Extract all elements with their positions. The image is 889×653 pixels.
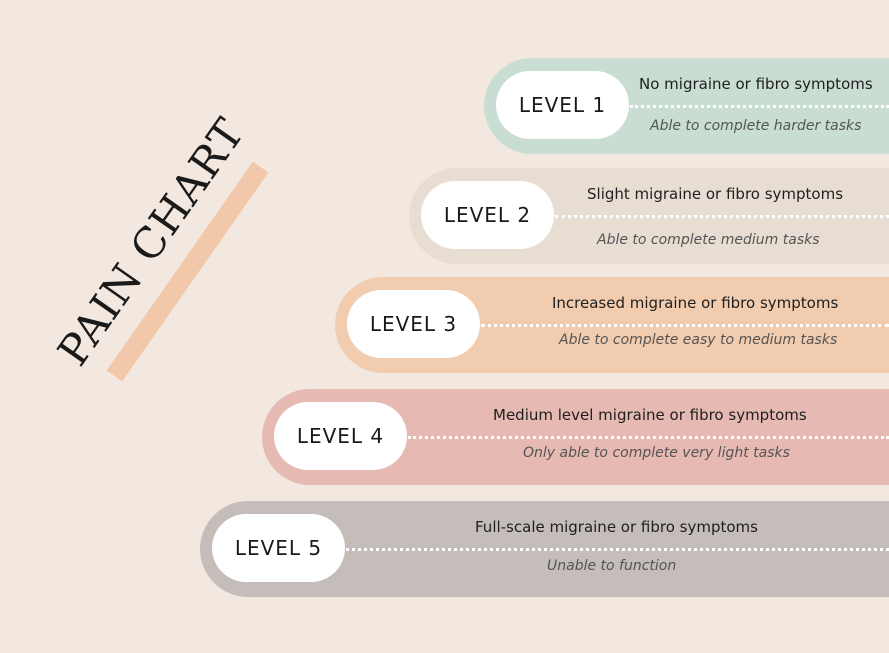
level-1-band: LEVEL 1 No migraine or fibro symptoms Ab… [484, 58, 889, 154]
level-3-label: LEVEL 3 [347, 290, 480, 358]
level-2-divider [555, 215, 889, 218]
level-5-divider [346, 548, 889, 551]
level-3-symptom: Increased migraine or fibro symptoms [552, 294, 839, 312]
level-4-band: LEVEL 4 Medium level migraine or fibro s… [262, 389, 889, 485]
level-2-band: LEVEL 2 Slight migraine or fibro symptom… [409, 168, 889, 264]
level-5-symptom: Full-scale migraine or fibro symptoms [475, 518, 758, 536]
level-2-symptom: Slight migraine or fibro symptoms [587, 185, 844, 203]
level-1-label: LEVEL 1 [496, 71, 629, 139]
level-5-band: LEVEL 5 Full-scale migraine or fibro sym… [200, 501, 889, 597]
level-2-label: LEVEL 2 [421, 181, 554, 249]
level-4-symptom: Medium level migraine or fibro symptoms [493, 406, 807, 424]
level-4-ability: Only able to complete very light tasks [523, 445, 790, 461]
level-3-divider [481, 324, 889, 327]
level-4-divider [408, 436, 889, 439]
level-1-ability: Able to complete harder tasks [650, 118, 862, 134]
level-2-ability: Able to complete medium tasks [597, 232, 820, 248]
level-4-label: LEVEL 4 [274, 402, 407, 470]
level-1-divider [630, 105, 889, 108]
level-3-ability: Able to complete easy to medium tasks [559, 332, 838, 348]
level-3-band: LEVEL 3 Increased migraine or fibro symp… [335, 277, 889, 373]
level-5-ability: Unable to function [547, 558, 677, 574]
level-5-label: LEVEL 5 [212, 514, 345, 582]
level-1-symptom: No migraine or fibro symptoms [639, 75, 873, 93]
